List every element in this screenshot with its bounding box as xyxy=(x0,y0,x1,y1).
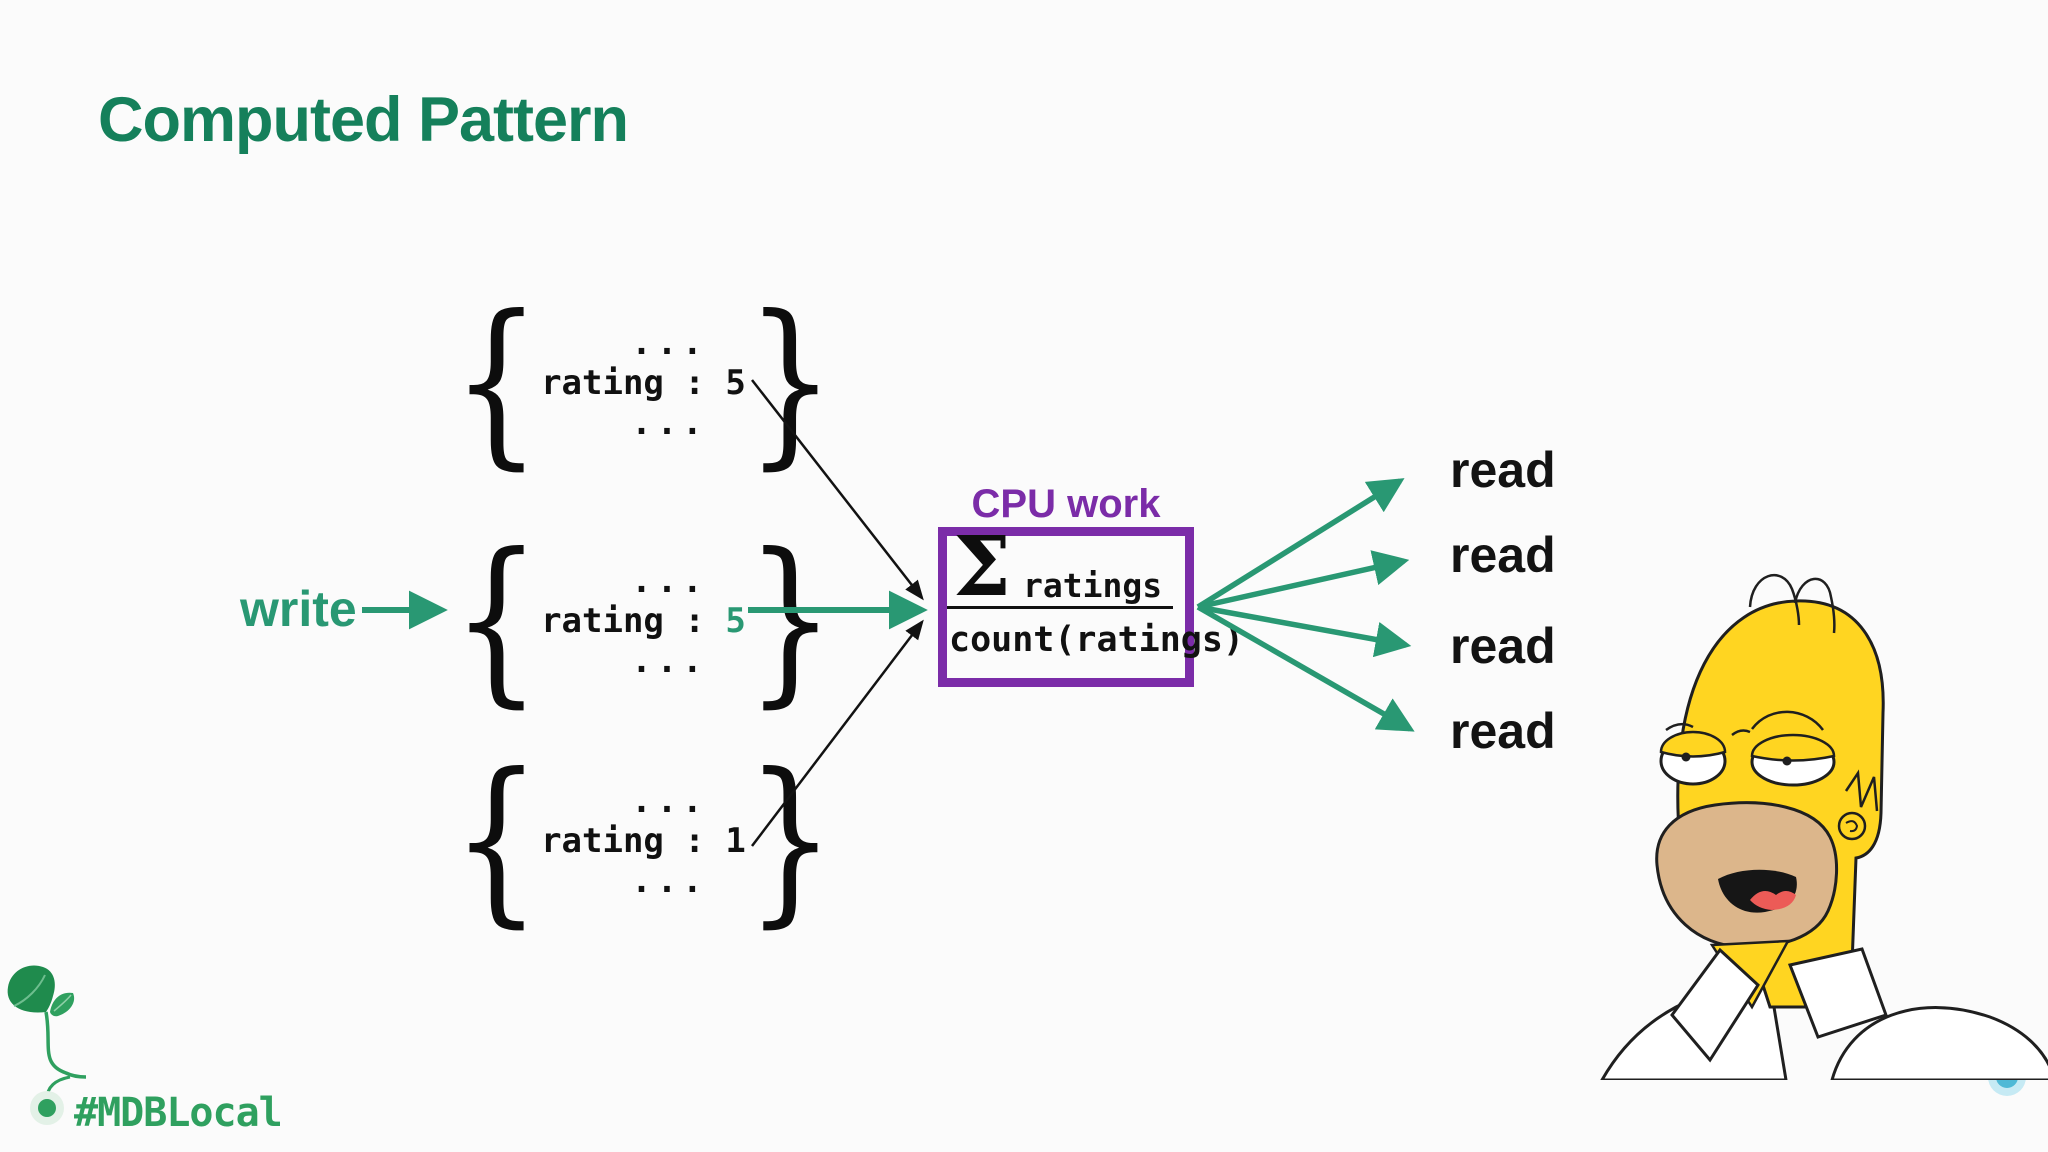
document-field: rating : 1 xyxy=(541,821,746,861)
sigma-symbol: Σ xyxy=(953,519,1011,615)
ellipsis: ... xyxy=(631,561,708,601)
read-label-4: read xyxy=(1450,703,1556,759)
ellipsis: ... xyxy=(631,323,708,363)
write-label: write xyxy=(240,581,357,637)
curly-brace-right: } xyxy=(745,278,835,487)
denominator-text: count(ratings) xyxy=(949,620,1245,660)
document-card-1: { ... rating : 5 ... } xyxy=(452,278,835,487)
document-card-2: { ... rating : 5 ... } xyxy=(452,516,835,725)
fraction-line xyxy=(947,606,1173,609)
read-label-3: read xyxy=(1450,618,1556,674)
cpu-work-label: CPU work xyxy=(971,482,1161,526)
cpu-work-box: Σ ratings count(ratings) xyxy=(938,522,1244,687)
curly-brace-left: { xyxy=(452,736,542,945)
numerator-text: ratings xyxy=(1023,566,1163,605)
document-field: rating : 5 xyxy=(541,601,746,641)
curly-brace-left: { xyxy=(452,516,542,725)
homer-simpson-illustration xyxy=(1600,573,2048,1080)
field-value: 5 xyxy=(725,363,746,403)
curly-brace-right: } xyxy=(745,516,835,725)
field-value: 1 xyxy=(725,821,746,861)
ellipsis: ... xyxy=(631,861,708,901)
read-arrow-2 xyxy=(1197,550,1410,610)
document-card-3: { ... rating : 1 ... } xyxy=(452,736,835,945)
ellipsis: ... xyxy=(631,781,708,821)
field-value-highlighted: 5 xyxy=(725,601,746,641)
curly-brace-right: } xyxy=(745,736,835,945)
read-label-2: read xyxy=(1450,527,1556,583)
ellipsis: ... xyxy=(631,641,708,681)
mdblocal-hashtag: #MDBLocal xyxy=(74,1090,283,1136)
page-title: Computed Pattern xyxy=(98,85,629,155)
read-label-1: read xyxy=(1450,442,1556,498)
curly-brace-left: { xyxy=(452,278,542,487)
document-field: rating : 5 xyxy=(541,363,746,403)
ellipsis: ... xyxy=(631,403,708,443)
read-arrow-1 xyxy=(1196,478,1405,610)
